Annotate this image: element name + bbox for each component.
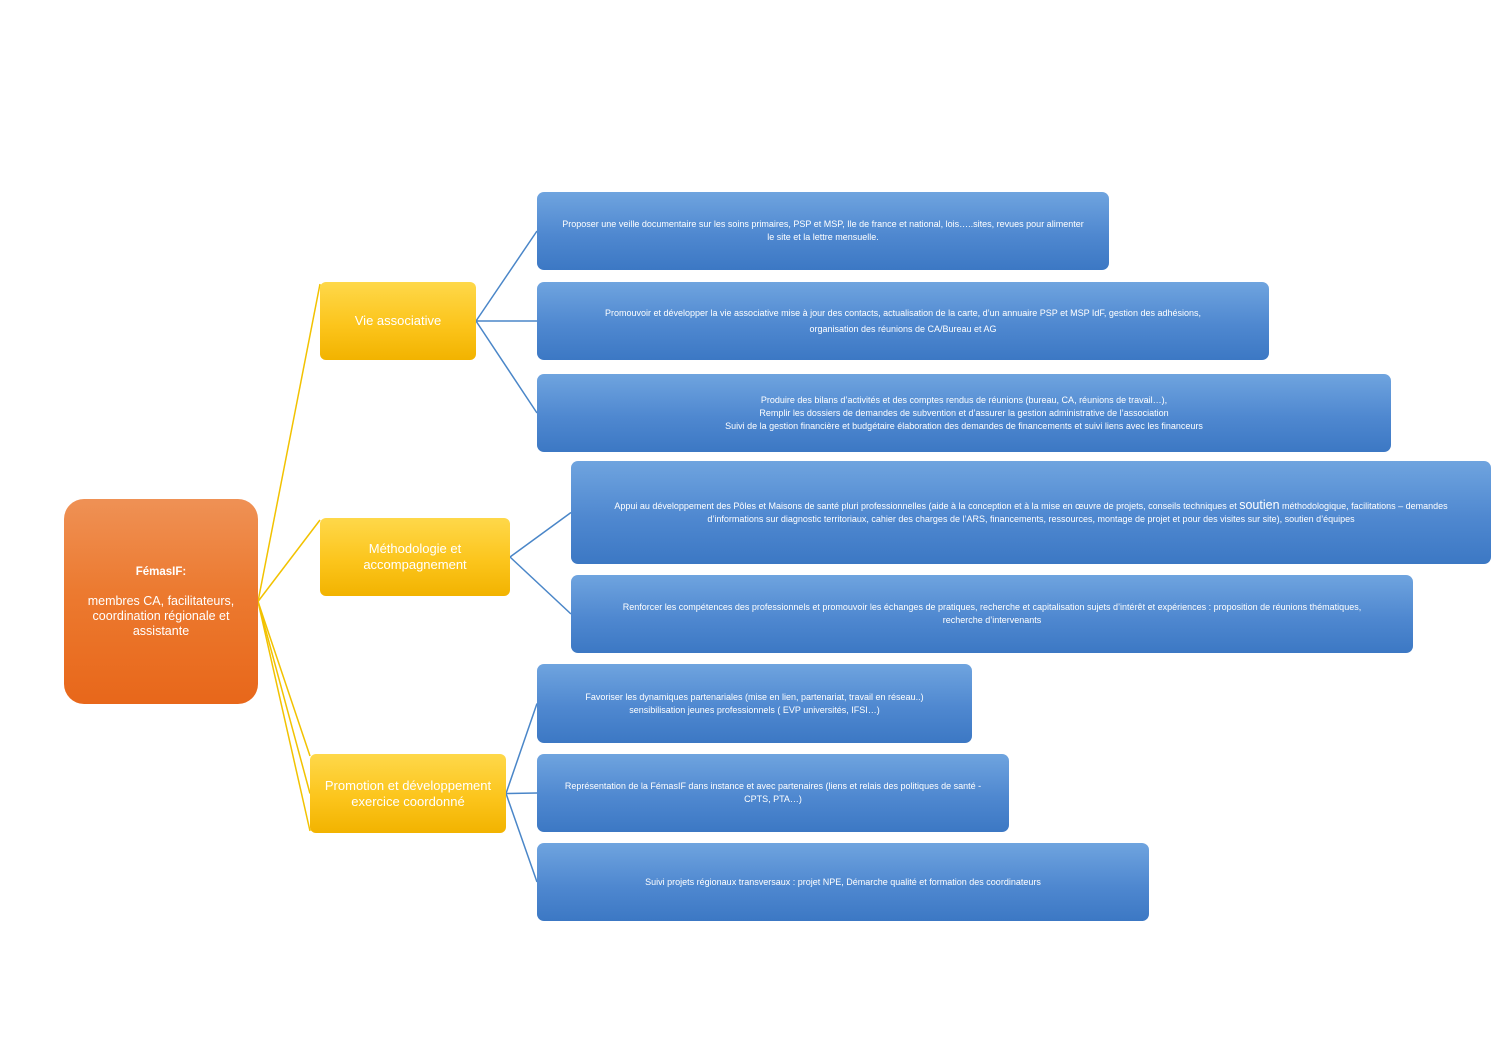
- leaf-text-segment: méthodologique, facilitations – demandes: [1279, 501, 1448, 511]
- leaf-text-line: Suivi de la gestion financière et budgét…: [725, 420, 1203, 431]
- root-title: FémasIF:: [135, 565, 187, 578]
- leaf-veille-documentaire: Proposer une veille documentaire sur les…: [537, 192, 1109, 270]
- branch-line: [257, 519, 321, 602]
- leaf-dynamiques-partenariales: Favoriser les dynamiques partenariales (…: [537, 664, 972, 743]
- leaf-text-line: Renforcer les compétences des profession…: [622, 602, 1362, 612]
- leaf-bilans-activites: Produire des bilans d’activités et des c…: [537, 374, 1391, 452]
- category-vie-associative: Vie associative: [320, 282, 476, 360]
- leaf-text-line: Promouvoir et développer la vie associat…: [604, 308, 1201, 318]
- leaf-text-line: Proposer une veille documentaire sur les…: [562, 219, 1084, 229]
- leaf-line: [475, 230, 538, 322]
- leaf-text-line: Produire des bilans d’activités et des c…: [760, 394, 1168, 405]
- leaf-line: [505, 703, 538, 794]
- leaf-text-line: le site et la lettre mensuelle.: [767, 232, 879, 242]
- category-promotion-developpement: Promotion et développement exercice coor…: [310, 754, 506, 833]
- leaf-text-line: recherche d’intervenants: [942, 615, 1042, 625]
- category-methodologie-accompagnement: Méthodologie et accompagnement: [320, 518, 510, 596]
- category-label: Vie associative: [354, 313, 442, 328]
- leaf-text-line: Remplir les dossiers de demandes de subv…: [759, 407, 1169, 418]
- leaf-promouvoir-vie-associative: Promouvoir et développer la vie associat…: [537, 282, 1269, 360]
- leaf-text-line: Suivi projets régionaux transversaux : p…: [645, 876, 1041, 887]
- leaf-text-emphasis: soutien: [1239, 498, 1280, 512]
- leaf-text-line: Appui au développement des Pôles et Mais…: [614, 499, 1447, 513]
- leaf-projets-regionaux: Suivi projets régionaux transversaux : p…: [537, 843, 1149, 921]
- leaf-representation-femasif: Représentation de la FémasIF dans instan…: [537, 754, 1009, 832]
- branch-line: [257, 601, 311, 794]
- leaf-text-line: d’informations sur diagnostic territoria…: [707, 514, 1355, 524]
- root-subtitle: membres CA, facilitateurs, coordination …: [87, 593, 235, 638]
- leaf-line: [505, 792, 538, 795]
- leaf-text-line: organisation des réunions de CA/Bureau e…: [809, 324, 997, 334]
- leaf-text-line: sensibilisation jeunes professionnels ( …: [629, 704, 880, 715]
- leaf-text-line: Représentation de la FémasIF dans instan…: [564, 781, 982, 791]
- category-label: Méthodologie et accompagnement: [363, 541, 467, 572]
- root-node-femasif: FémasIF: membres CA, facilitateurs, coor…: [64, 499, 258, 704]
- leaf-line: [505, 793, 538, 883]
- leaf-line: [509, 556, 572, 615]
- leaf-text-segment: Appui au développement des Pôles et Mais…: [614, 501, 1240, 511]
- leaf-appui-developpement: Appui au développement des Pôles et Mais…: [571, 461, 1491, 564]
- branch-line: [257, 283, 321, 602]
- branch-line: [257, 601, 311, 757]
- branch-line: [257, 601, 311, 832]
- leaf-line: [475, 320, 538, 414]
- leaf-renforcer-competences: Renforcer les compétences des profession…: [571, 575, 1413, 653]
- leaf-text-line: CPTS, PTA…): [744, 794, 802, 804]
- leaf-line: [509, 511, 572, 558]
- category-label: Promotion et développement exercice coor…: [324, 777, 492, 809]
- leaf-text-line: Favoriser les dynamiques partenariales (…: [585, 691, 924, 702]
